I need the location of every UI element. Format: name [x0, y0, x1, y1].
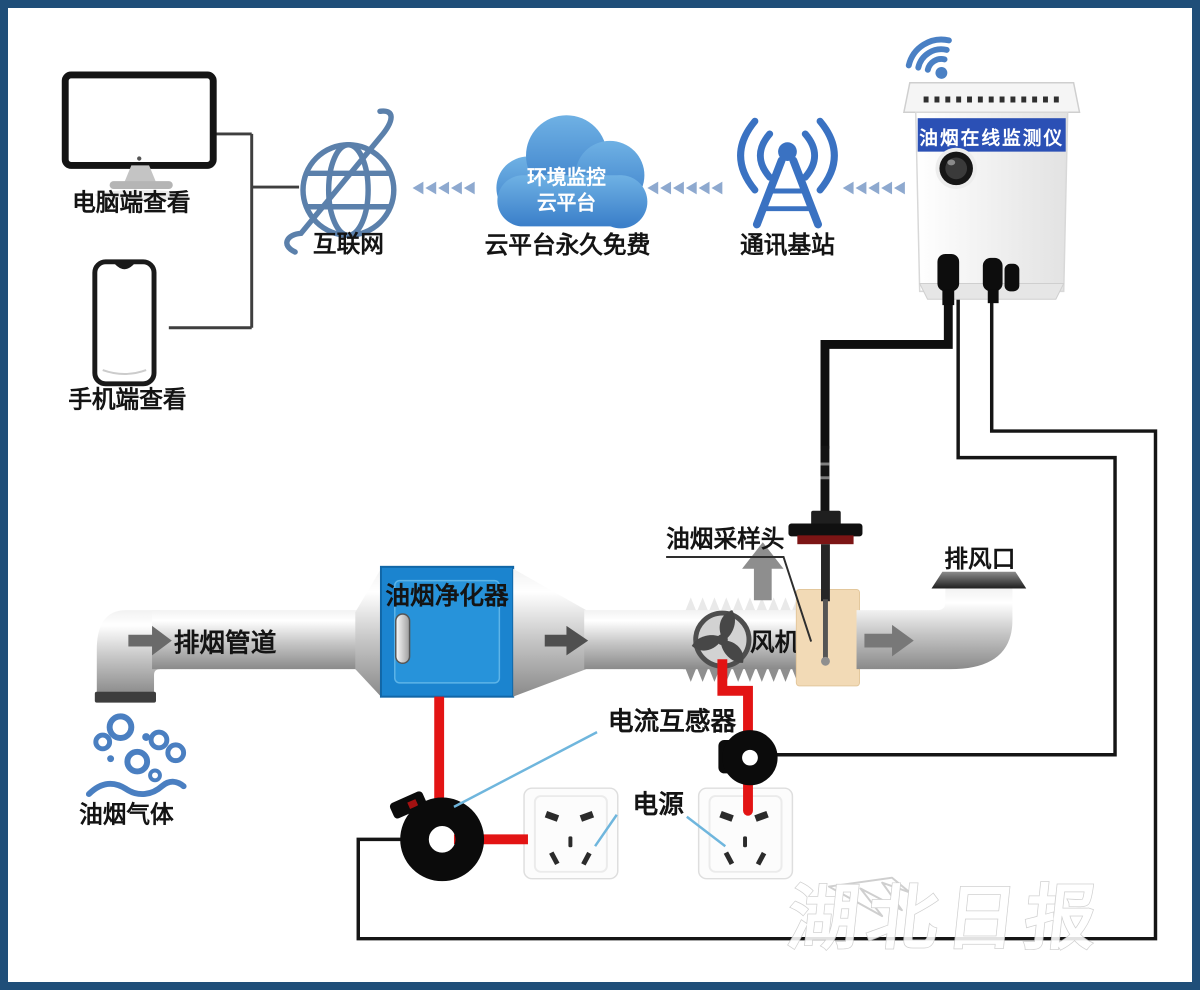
signal-wire-a [776, 299, 1117, 757]
power-wire-fan [717, 659, 753, 743]
dashed-arrows-tower-device [842, 181, 905, 195]
duct-left-elbow [96, 610, 160, 695]
exhaust-duct [152, 610, 358, 670]
watermark-text: 湖北日报 [784, 881, 1108, 959]
tower-label: 通讯基站 [740, 232, 835, 259]
power-pointer-left [594, 814, 618, 847]
wifi-icon [905, 36, 952, 79]
internet-label: 互联网 [313, 231, 384, 258]
dashed-arrows-internet-cloud [412, 181, 475, 195]
power-pointer-right [686, 815, 727, 848]
computer-label: 电脑端查看 [72, 189, 190, 217]
diagram-canvas: 电脑端查看 手机端查看 互联网 环境监控 云平台 云平台永久免费 [61, 36, 1158, 959]
exhaust-arrow [864, 624, 914, 657]
cloud-caption: 云平台永久免费 [485, 231, 651, 259]
sampling-band [795, 588, 860, 687]
connector-lines [168, 132, 300, 330]
sampling-pointer [666, 555, 813, 642]
inlet-cone [355, 568, 381, 697]
watermark: 湖北日报 [783, 876, 1109, 959]
sampling-probe [788, 445, 863, 666]
duct-arrow [128, 625, 172, 656]
camera-lens [935, 147, 977, 190]
ct-left [389, 791, 485, 882]
cloud-label-line2: 云平台 [537, 192, 596, 215]
duct-opening [94, 691, 156, 703]
fume-bubbles-icon [85, 713, 187, 798]
watermark-bird [827, 876, 911, 918]
phone-label: 手机端查看 [68, 385, 186, 413]
pointer-lines [453, 731, 727, 848]
probe-cable [820, 299, 953, 449]
device-connectors [937, 253, 1020, 306]
outlet-cone [513, 568, 587, 697]
power-label: 电源 [633, 790, 685, 819]
mid-pipe [584, 610, 687, 670]
ct-right [718, 730, 778, 786]
fan-icon [691, 610, 752, 669]
outlet-socket-2 [697, 787, 794, 880]
dashed-arrows [412, 181, 905, 195]
purifier-handle [395, 613, 411, 664]
signal-wire-b [356, 299, 1158, 941]
cloud-icon [496, 115, 648, 229]
exhaust-cap [931, 571, 1027, 589]
duct-label: 排烟管道 [174, 627, 277, 657]
phone-icon [92, 259, 157, 387]
exhaust-elbow [856, 588, 1013, 670]
outlet-socket-1 [523, 787, 619, 880]
cone-arrow [544, 625, 589, 656]
cloud-label-line1: 环境监控 [527, 166, 606, 189]
ct-label: 电流互感器 [608, 707, 737, 736]
purifier-label: 油烟净化器 [385, 582, 509, 610]
device-banner-label: 油烟在线监测仪 [919, 128, 1064, 149]
computer-icon [61, 71, 217, 200]
device-banner [917, 118, 1066, 152]
exhaust-outlet-label: 排风口 [944, 546, 1015, 573]
dashed-arrows-cloud-tower [647, 181, 723, 195]
fume-gas-label: 油烟气体 [79, 801, 174, 829]
globe-icon [284, 108, 397, 255]
monitor-device: 油烟在线监测仪 [902, 82, 1081, 306]
fan-label: 风机 [750, 628, 800, 656]
sampling-label: 油烟采样头 [666, 525, 784, 553]
ct-pointer [453, 731, 598, 808]
purifier-box [379, 565, 515, 698]
tower-icon [737, 117, 838, 229]
